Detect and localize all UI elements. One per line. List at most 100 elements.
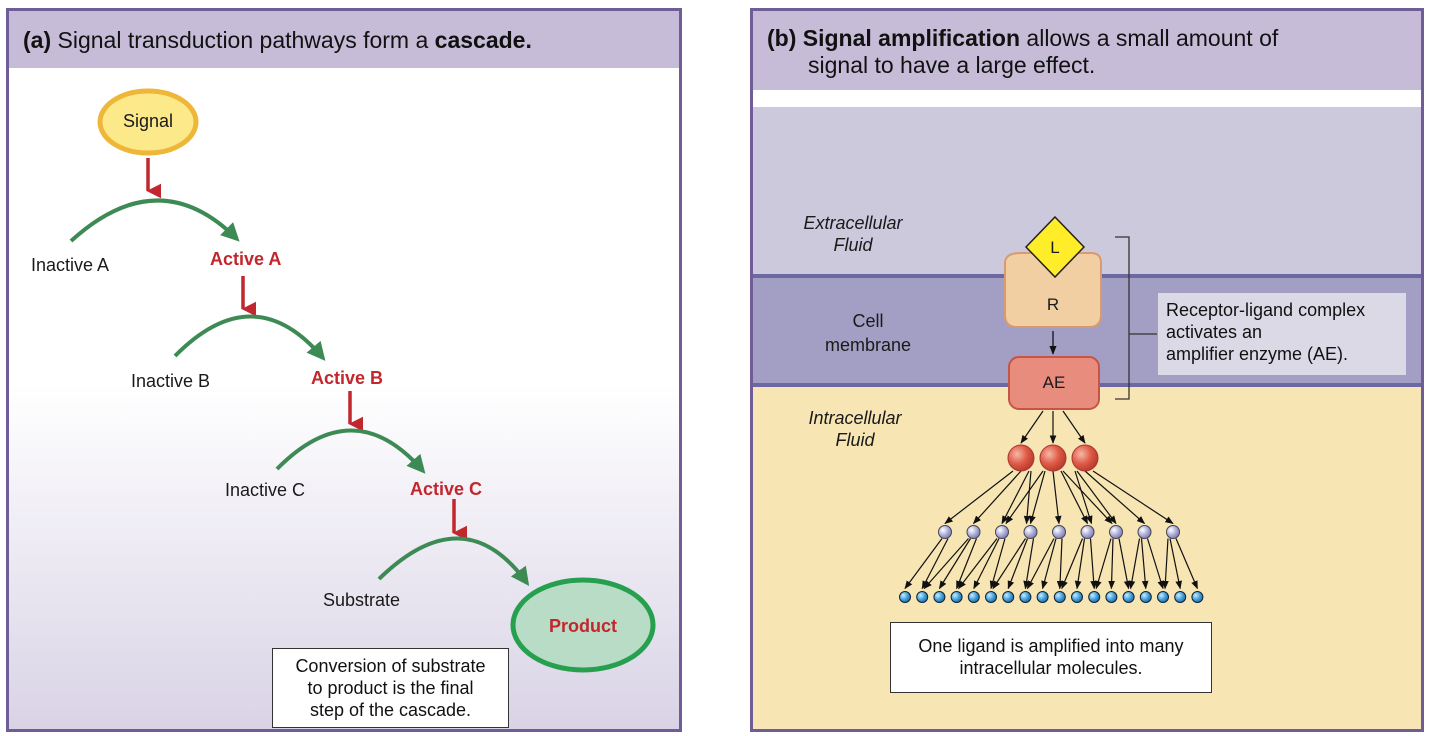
blue-arrow bbox=[1146, 538, 1164, 590]
red-arrow bbox=[1029, 470, 1046, 525]
intracellular-line-2: Fluid bbox=[835, 430, 875, 450]
blue-arrow bbox=[992, 538, 1027, 590]
lavender-sphere bbox=[1023, 525, 1038, 539]
callout-line-3: amplifier enzyme (AE). bbox=[1166, 344, 1349, 364]
blue-arrow bbox=[921, 538, 949, 590]
membrane-line-1: Cell bbox=[852, 311, 884, 331]
cascade-note-line-1: Conversion of substrate bbox=[295, 656, 486, 676]
panel-a-title-bold: cascade. bbox=[434, 27, 532, 53]
intracellular-molecule bbox=[899, 591, 911, 603]
inactive-a-label: Inactive A bbox=[31, 255, 110, 275]
intracellular-molecule bbox=[1088, 591, 1101, 603]
active-c-label: Active C bbox=[410, 479, 483, 499]
lavender-sphere bbox=[1166, 525, 1180, 539]
intracellular-molecule bbox=[1191, 591, 1204, 603]
blue-arrow bbox=[923, 538, 969, 590]
membrane-line-2: membrane bbox=[824, 335, 912, 355]
panel-cascade: (a) Signal transduction pathways form a … bbox=[6, 8, 682, 732]
panel-b-title-2: signal to have a large effect. bbox=[808, 52, 1096, 78]
red-sphere bbox=[1071, 444, 1099, 472]
intracellular-molecule bbox=[1019, 591, 1032, 603]
ligand-diamond bbox=[1024, 215, 1086, 279]
blue-arrow bbox=[1169, 538, 1182, 590]
blue-arrow bbox=[1128, 538, 1141, 590]
intracellular-molecule bbox=[1174, 591, 1187, 603]
red-arrow bbox=[1074, 470, 1093, 525]
arc-a bbox=[69, 198, 240, 243]
red-arrow bbox=[1062, 470, 1113, 525]
red-sphere bbox=[1039, 444, 1067, 472]
panel-b-title-bold: Signal amplification bbox=[802, 25, 1021, 51]
blue-arrow bbox=[1175, 538, 1198, 590]
cascade-note: Conversion of substrate to product is th… bbox=[272, 648, 509, 728]
ae-arrow bbox=[1062, 410, 1086, 444]
substrate-label: Substrate bbox=[323, 590, 401, 610]
blue-arrow bbox=[1041, 538, 1057, 590]
intracellular-molecule bbox=[985, 591, 997, 603]
intracellular-molecule bbox=[1139, 591, 1152, 603]
blue-arrow bbox=[904, 538, 943, 590]
product-label: Product bbox=[548, 616, 617, 636]
intracellular-molecule bbox=[1122, 591, 1135, 603]
blue-arrow bbox=[1095, 538, 1112, 590]
intracellular-molecule bbox=[1053, 591, 1066, 603]
amplifier-label: AE bbox=[1042, 373, 1066, 392]
receptor-label: R bbox=[1046, 295, 1060, 314]
blue-arrow bbox=[958, 538, 998, 590]
red-arrow bbox=[1001, 470, 1030, 525]
amp-note-line-2: intracellular molecules. bbox=[959, 658, 1143, 678]
intracellular-molecule bbox=[1002, 591, 1015, 603]
red-sphere bbox=[1007, 444, 1035, 472]
panel-a-letter: (a) bbox=[23, 27, 52, 53]
panel-a-title: Signal transduction pathways form a bbox=[51, 27, 435, 53]
intracellular-molecule bbox=[916, 591, 929, 603]
lavender-sphere bbox=[1052, 525, 1066, 539]
cascade-note-line-2: to product is the final bbox=[307, 678, 474, 698]
lavender-sphere bbox=[1080, 525, 1095, 539]
callout-line-2: activates an bbox=[1166, 322, 1263, 342]
blue-arrow bbox=[956, 538, 978, 590]
blue-arrow bbox=[1074, 538, 1086, 590]
blue-arrow bbox=[1061, 538, 1084, 590]
blue-arrow bbox=[1026, 538, 1055, 590]
arc-c bbox=[275, 428, 426, 474]
extracellular-label: Extracellular Fluid bbox=[793, 212, 913, 256]
cascade-diagram bbox=[69, 88, 656, 673]
intracellular-molecule bbox=[1105, 591, 1118, 603]
panel-b-header: (b) Signal amplification allows a small … bbox=[753, 11, 1421, 90]
lavender-sphere bbox=[966, 525, 981, 539]
inactive-b-label: Inactive B bbox=[131, 371, 211, 391]
extracellular-line-1: Extracellular bbox=[803, 213, 903, 233]
inactive-c-label: Inactive C bbox=[225, 480, 306, 500]
intracellular-molecule bbox=[933, 591, 946, 603]
blue-arrow bbox=[1118, 538, 1131, 590]
complex-bracket bbox=[1115, 236, 1157, 400]
cascade-note-line-3: step of the cascade. bbox=[309, 700, 472, 720]
intracellular-molecule bbox=[1071, 591, 1083, 603]
red-arrow bbox=[1084, 470, 1146, 525]
panel-a-header: (a) Signal transduction pathways form a … bbox=[9, 11, 679, 68]
blue-arrow bbox=[989, 538, 1006, 590]
lavender-sphere bbox=[938, 525, 952, 539]
panel-b-letter: (b) bbox=[767, 25, 797, 51]
membrane-label: Cell membrane bbox=[808, 309, 928, 357]
panel-amplification: (b) Signal amplification allows a small … bbox=[750, 8, 1424, 732]
blue-arrow bbox=[1140, 538, 1149, 590]
blue-arrow bbox=[1023, 538, 1035, 590]
arc-b bbox=[173, 314, 326, 361]
intracellular-molecule bbox=[950, 591, 963, 603]
blue-arrow bbox=[1089, 538, 1097, 590]
blue-arrow bbox=[1162, 538, 1169, 590]
blue-arrow bbox=[1108, 538, 1116, 590]
intracellular-label: Intracellular Fluid bbox=[795, 407, 915, 451]
red-arrow bbox=[1005, 470, 1044, 525]
receptor-callout: Receptor-ligand complex activates an amp… bbox=[1158, 293, 1406, 375]
amplification-arrows bbox=[904, 410, 1198, 590]
amplification-diagram bbox=[899, 215, 1204, 603]
red-arrow bbox=[1052, 470, 1062, 525]
intracellular-molecule bbox=[1036, 591, 1049, 603]
intracellular-molecule bbox=[1157, 591, 1169, 603]
active-b-label: Active B bbox=[311, 368, 384, 388]
extracellular-line-2: Fluid bbox=[833, 235, 873, 255]
blue-arrow bbox=[973, 538, 1000, 590]
